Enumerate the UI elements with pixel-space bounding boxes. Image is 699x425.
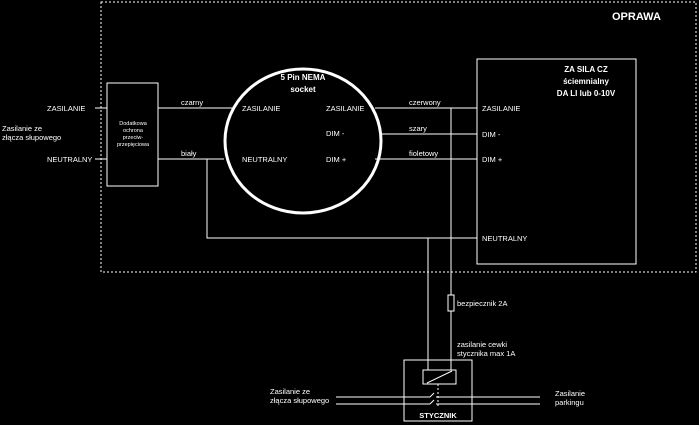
- surge-protection-label-line2: ochrona: [123, 128, 144, 134]
- grey-wire-label: szary: [409, 124, 427, 133]
- contactor-load-label-line2: parkingu: [555, 398, 584, 407]
- driver-terminal-live: ZASILANIE: [482, 104, 520, 113]
- contactor-label: STYCZNIK: [419, 411, 457, 420]
- mains-live-label: ZASILANIE: [47, 104, 85, 113]
- nema-pin-neutral-in: NEUTRALNY: [242, 155, 287, 164]
- contactor-coil-diagonal: [426, 370, 453, 384]
- fuse-symbol: [447, 294, 455, 312]
- contactor-switch-contacts: [429, 392, 435, 405]
- surge-protection-box: [106, 82, 159, 187]
- nema-pin-live-in: ZASILANIE: [242, 104, 280, 113]
- fuse-label: bezpiecznik 2A: [457, 299, 507, 308]
- mains-neutral-label: NEUTRALNY: [47, 155, 92, 164]
- contactor-source-label-line1: Zasilanie ze: [270, 387, 310, 396]
- nema-socket-title-line1: 5 Pin NEMA: [281, 73, 326, 82]
- luminaire-enclosure-border: [100, 1, 697, 273]
- driver-title-line2: ściemnialny: [563, 77, 609, 86]
- surge-protection-label-line1: Dodatkowa: [119, 121, 147, 127]
- black-wire-label: czarny: [181, 98, 203, 107]
- nema-pin-live-out: ZASILANIE: [326, 104, 364, 113]
- coil-supply-label-line1: zasilanie cewki: [457, 340, 507, 349]
- nema-socket-circle: [223, 67, 383, 215]
- white-wire-label: biały: [181, 149, 197, 158]
- driver-title-line3: DA LI lub 0-10V: [557, 89, 616, 98]
- driver-terminal-neutral: NEUTRALNY: [482, 234, 527, 243]
- nema-pin-dim-minus: DIM -: [326, 129, 345, 138]
- neutral-wire-to-driver: [206, 159, 477, 239]
- coil-supply-label-line2: stycznika max 1A: [457, 349, 515, 358]
- nema-pin-dim-plus: DIM +: [326, 155, 347, 164]
- contactor-source-label-line2: złącza słupowego: [270, 396, 329, 405]
- contactor-coil-symbol: [422, 369, 457, 385]
- driver-box: [476, 58, 637, 265]
- driver-terminal-dim-plus: DIM +: [482, 155, 503, 164]
- driver-terminal-dim-minus: DIM -: [482, 130, 501, 139]
- mains-source-label-line2: złącza słupowego: [2, 133, 61, 142]
- contactor-box: [403, 359, 473, 422]
- mains-source-label-line1: Zasilanie ze: [2, 124, 42, 133]
- contactor-load-label-line1: Zasilanie: [555, 389, 585, 398]
- enclosure-title: OPRAWA: [612, 11, 661, 23]
- red-wire-label: czerwony: [409, 98, 441, 107]
- violet-wire-label: fioletowy: [409, 149, 438, 158]
- nema-socket-title-line2: socket: [290, 85, 316, 94]
- surge-protection-label-line4: przepięciowa: [117, 142, 150, 148]
- surge-protection-label-line3: przeciw-: [123, 135, 144, 141]
- driver-title-line1: ZA SILA CZ: [564, 65, 608, 74]
